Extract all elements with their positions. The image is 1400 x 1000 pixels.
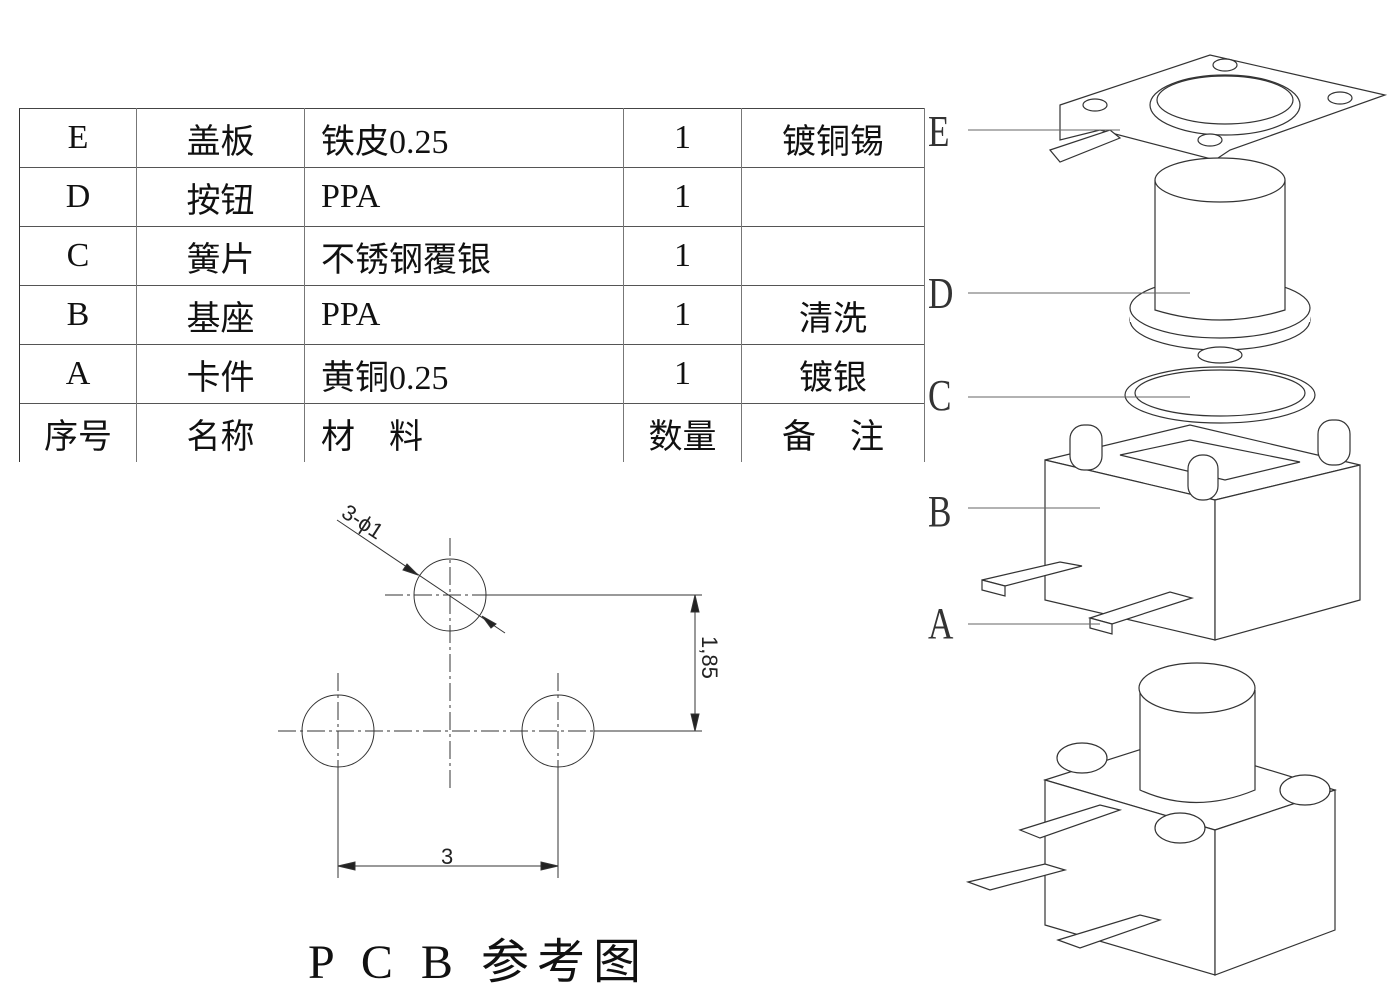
part-e-cover: [1048, 54, 1388, 163]
pcb-drawing: [278, 519, 702, 878]
label-a: A: [928, 599, 954, 648]
cell-note: [741, 226, 925, 286]
part-b-base: [1044, 419, 1361, 641]
cell-name: 盖板: [136, 108, 305, 168]
cell-qty: 1: [623, 167, 742, 227]
cell-note: 镀银: [741, 344, 925, 404]
width-dimension: 3: [441, 844, 453, 869]
cell-material: PPA: [304, 285, 624, 345]
cell-material: 黄铜0.25: [304, 344, 624, 404]
cell-id: A: [19, 344, 137, 404]
label-b: B: [928, 487, 952, 536]
exploded-view: [965, 54, 1388, 976]
cell-name: 基座: [136, 285, 305, 345]
cell-note: 镀铜锡: [741, 108, 925, 168]
cell-qty: 1: [623, 226, 742, 286]
cell-note: [741, 167, 925, 227]
cell-material: 铁皮0.25: [304, 108, 624, 168]
cell-id: 序号: [19, 403, 137, 462]
cell-name: 卡件: [136, 344, 305, 404]
cell-id: D: [19, 167, 137, 227]
cell-id: B: [19, 285, 137, 345]
leader-line: [336, 519, 506, 634]
cell-qty: 1: [623, 108, 742, 168]
cell-material: 材 料: [304, 403, 624, 462]
cell-id: E: [19, 108, 137, 168]
part-a-clip: [981, 561, 1195, 635]
cell-qty: 1: [623, 285, 742, 345]
cell-material: PPA: [304, 167, 624, 227]
cell-name: 名称: [136, 403, 305, 462]
cell-id: C: [19, 226, 137, 286]
callout-arrows: [968, 129, 1190, 625]
assembled-switch: [965, 662, 1337, 976]
cell-name: 按钮: [136, 167, 305, 227]
cell-material: 不锈钢覆银: [304, 226, 624, 286]
label-d: D: [928, 269, 954, 318]
cell-qty: 1: [623, 344, 742, 404]
part-d-button: [1129, 157, 1311, 364]
label-c: C: [928, 371, 952, 420]
table-header-row: 序号名称材 料数量备 注: [19, 403, 925, 462]
cell-name: 簧片: [136, 226, 305, 286]
pcb-title: P C B 参考图: [308, 936, 649, 989]
cell-note: 清洗: [741, 285, 925, 345]
label-e: E: [928, 107, 950, 156]
cell-qty: 数量: [623, 403, 742, 462]
height-dimension: 1,85: [697, 636, 722, 679]
part-c-spring: [1124, 366, 1316, 424]
cell-note: 备 注: [741, 403, 925, 462]
